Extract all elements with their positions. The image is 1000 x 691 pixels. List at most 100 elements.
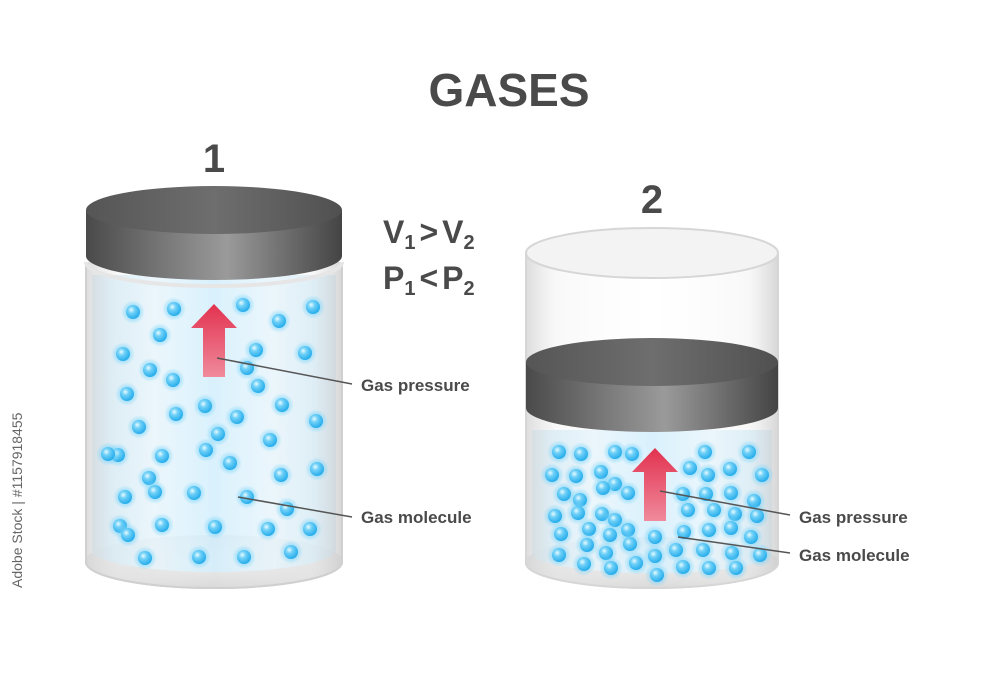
gas-molecule	[118, 490, 132, 504]
volume-operator: >	[419, 214, 438, 250]
gas-molecule	[608, 445, 622, 459]
gas-molecule	[261, 522, 275, 536]
container-1-molecules	[96, 293, 329, 570]
volume-left-symbol: V	[383, 214, 405, 250]
container-2-lid	[526, 338, 778, 432]
gas-molecule	[750, 509, 764, 523]
pressure-left-subscript: 1	[404, 278, 415, 300]
container-2-pressure-leader	[659, 490, 791, 516]
gas-molecule	[621, 486, 635, 500]
gas-molecule	[167, 302, 181, 316]
pressure-operator: <	[419, 260, 438, 296]
gas-molecule	[169, 407, 183, 421]
container-2-molecules	[540, 440, 774, 587]
gas-molecule	[192, 550, 206, 564]
gas-molecule	[755, 468, 769, 482]
gas-molecule	[274, 468, 288, 482]
gas-molecule	[699, 487, 713, 501]
gas-molecule	[306, 300, 320, 314]
gas-molecule	[263, 433, 277, 447]
gas-molecule	[577, 557, 591, 571]
gas-molecule	[116, 347, 130, 361]
gas-molecule	[187, 486, 201, 500]
container-2-molecule-leader	[677, 536, 791, 554]
gas-molecule	[121, 528, 135, 542]
pressure-right-subscript: 2	[464, 278, 475, 300]
gas-molecule	[723, 462, 737, 476]
gas-molecule	[623, 537, 637, 551]
volume-relation: V1>V2	[383, 214, 475, 254]
volume-left-subscript: 1	[404, 232, 415, 254]
gas-molecule	[155, 518, 169, 532]
gas-molecule	[753, 548, 767, 562]
container-1-number: 1	[203, 137, 225, 181]
pressure-left-symbol: P	[383, 260, 404, 296]
gas-molecule	[729, 561, 743, 575]
container-1-pressure-leader	[216, 357, 353, 385]
container-1-molecule-label: Gas molecule	[361, 508, 472, 527]
container-1	[84, 186, 344, 589]
gas-molecule	[148, 485, 162, 499]
gas-molecule	[648, 530, 662, 544]
gas-molecule	[683, 461, 697, 475]
gas-molecule	[236, 298, 250, 312]
gas-molecule	[223, 456, 237, 470]
diagram-title: GASES	[428, 64, 589, 116]
gas-molecule	[309, 414, 323, 428]
gas-molecule	[126, 305, 140, 319]
gas-molecule	[272, 314, 286, 328]
container-2-pressure-label: Gas pressure	[799, 508, 908, 527]
gas-molecule	[681, 503, 695, 517]
gas-molecule	[552, 445, 566, 459]
gas-molecule	[310, 462, 324, 476]
gas-molecule	[648, 549, 662, 563]
gas-molecule	[120, 387, 134, 401]
gas-molecule	[742, 445, 756, 459]
gas-molecule	[724, 486, 738, 500]
gas-molecule	[580, 538, 594, 552]
gas-molecule	[298, 346, 312, 360]
gas-molecule	[702, 523, 716, 537]
gas-molecule	[545, 468, 559, 482]
gas-molecule	[596, 481, 610, 495]
gas-molecule	[557, 487, 571, 501]
gas-molecule	[249, 343, 263, 357]
container-2-molecule-label: Gas molecule	[799, 546, 910, 565]
container-2	[525, 227, 779, 589]
gas-molecule	[153, 328, 167, 342]
pressure-relation: P1<P2	[383, 260, 475, 300]
gas-molecule	[571, 506, 585, 520]
gas-molecule	[603, 528, 617, 542]
gas-molecule	[554, 527, 568, 541]
gas-molecule	[198, 399, 212, 413]
gas-molecule	[701, 468, 715, 482]
volume-right-subscript: 2	[464, 232, 475, 254]
gas-molecule	[702, 561, 716, 575]
stock-id: Adobe Stock | #1157918455	[9, 412, 25, 588]
gas-molecule	[676, 487, 690, 501]
gas-molecule	[650, 568, 664, 582]
gas-molecule	[625, 447, 639, 461]
gas-molecule	[199, 443, 213, 457]
gas-molecule	[166, 373, 180, 387]
gas-molecule	[574, 447, 588, 461]
gas-molecule	[548, 509, 562, 523]
gas-molecule	[132, 420, 146, 434]
container-2-rim	[525, 227, 779, 279]
container-1-pressure-label: Gas pressure	[361, 376, 470, 395]
gas-molecule	[582, 522, 596, 536]
gas-molecule	[552, 548, 566, 562]
gas-molecule	[724, 521, 738, 535]
gas-molecule	[303, 522, 317, 536]
gas-molecule	[569, 469, 583, 483]
gas-molecule	[677, 525, 691, 539]
gas-molecule	[594, 465, 608, 479]
gas-molecule	[698, 445, 712, 459]
container-2-pressure-arrow	[632, 448, 678, 521]
gas-molecule	[604, 561, 618, 575]
container-1-molecule-leader	[237, 496, 353, 518]
container-1-pressure-arrow	[191, 304, 237, 377]
gas-molecule	[208, 520, 222, 534]
gas-molecule	[251, 379, 265, 393]
